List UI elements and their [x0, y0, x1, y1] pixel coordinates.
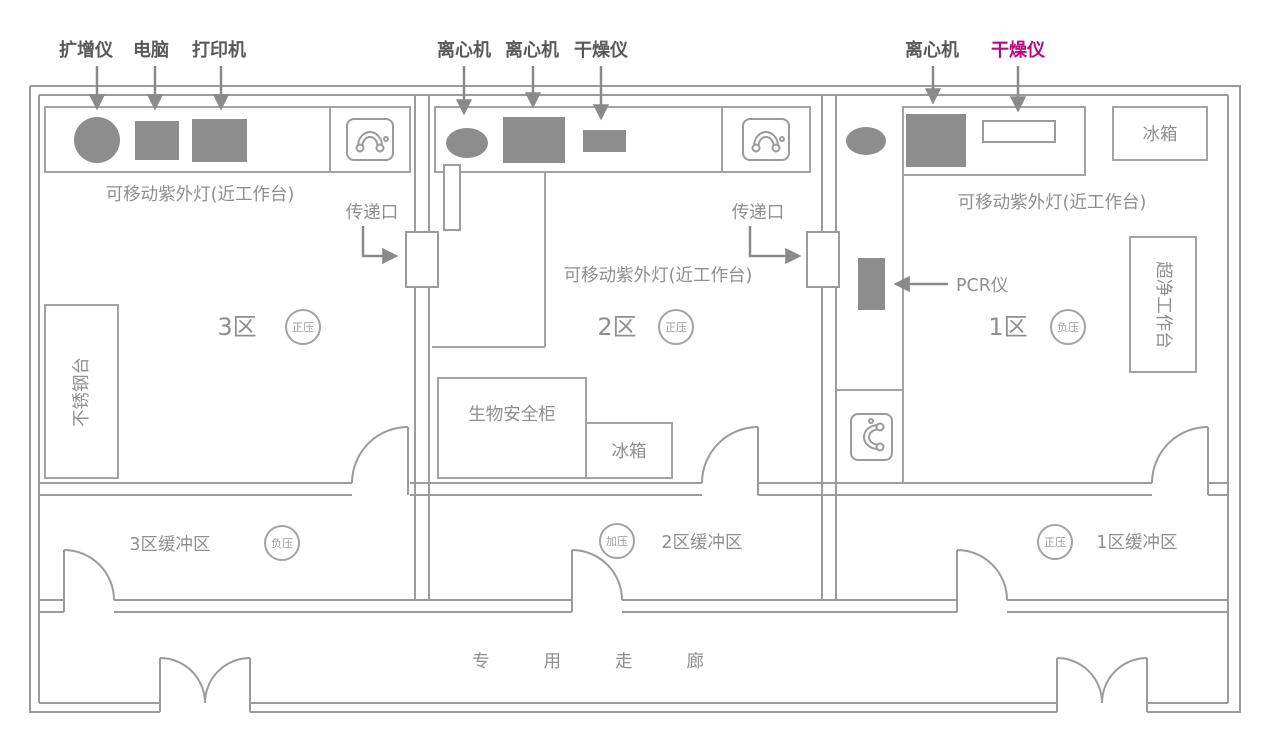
zone2-fridge-label: 冰箱	[612, 442, 647, 462]
corridor-left-double-door	[159, 657, 251, 712]
buffer1-pressure-badge	[1037, 524, 1073, 560]
centrifuge-icon	[906, 114, 966, 167]
zone1-label: 1区	[988, 313, 1027, 341]
zone2-bench-extension	[432, 172, 546, 348]
wall-shelf	[443, 164, 461, 231]
clean-bench	[1129, 236, 1197, 373]
zone3-equip-label-computer: 电脑	[133, 39, 169, 61]
zone-divider-wall-3-2	[414, 95, 430, 600]
stainless-table-label: 不锈钢台	[72, 357, 92, 427]
zone-divider-wall-2-1	[821, 95, 837, 600]
sink-icon	[850, 413, 893, 461]
zone2-equip-label-centrifuge2: 离心机	[505, 39, 559, 61]
zone3-label: 3区	[217, 313, 256, 341]
zone1-pressure-badge	[1050, 309, 1086, 345]
pass-window-label: 传递口	[732, 203, 785, 223]
pcr-label: PCR仪	[956, 276, 1008, 296]
zone2-label: 2区	[597, 313, 636, 341]
buffer3-pressure-text: 负压	[271, 536, 293, 550]
pass-window-3-2	[405, 231, 439, 288]
zone2-pressure-text: 正压	[665, 321, 687, 334]
pass-window-2-1	[806, 231, 840, 288]
buffer2-door	[571, 549, 623, 612]
inner-wall	[38, 94, 1229, 704]
zone1-pressure-text: 负压	[1057, 320, 1079, 334]
zone1-fridge-label: 冰箱	[1143, 125, 1178, 145]
zone2-workbench	[434, 106, 811, 173]
centrifuge-icon	[446, 128, 488, 158]
zone3-uv-note: 可移动紫外灯(近工作台)	[106, 185, 295, 205]
amplifier-icon	[74, 117, 120, 163]
pcr-machine-icon	[858, 258, 885, 310]
dryer-icon	[583, 130, 626, 152]
zone1-partition	[836, 175, 904, 483]
buffer3-pressure-badge	[264, 525, 300, 561]
sink-icon	[346, 118, 394, 161]
buffer-bottom-wall	[39, 599, 1228, 613]
dryer-icon	[982, 120, 1056, 143]
corridor-label: 专用走廊	[472, 652, 758, 672]
pass-window-arrow	[361, 226, 399, 265]
biosafety-cabinet-label: 生物安全柜	[468, 405, 556, 425]
pass-window-label: 传递口	[346, 203, 399, 223]
zone1-equip-label-centrifuge: 离心机	[905, 39, 959, 61]
centrifuge-icon	[503, 117, 565, 163]
zone2-equip-label-dryer: 干燥仪	[574, 40, 629, 61]
zone3-equip-label-printer: 打印机	[192, 39, 246, 61]
zone3-pressure-badge	[285, 309, 321, 345]
buffer2-pressure-text: 加压	[606, 535, 628, 548]
centrifuge-icon	[846, 127, 886, 155]
buffer2-pressure-badge	[599, 523, 635, 559]
main-zone-bottom-wall	[39, 482, 1228, 496]
zone2-door	[701, 426, 759, 495]
sink-icon	[742, 118, 790, 161]
zone1-workbench	[902, 106, 1086, 176]
zone2-pressure-badge	[658, 309, 694, 345]
zone3-equip-label-amplifier: 扩增仪	[59, 39, 114, 61]
stainless-table	[44, 304, 119, 479]
zone3-door	[351, 426, 409, 495]
zone2-fridge	[585, 422, 673, 479]
printer-icon	[192, 119, 247, 162]
computer-icon	[135, 121, 179, 160]
zone1-uv-note: 可移动紫外灯(近工作台)	[958, 193, 1147, 213]
corridor-right-double-door	[1056, 657, 1148, 712]
buffer3-door	[63, 549, 115, 612]
buffer2-label: 2区缓冲区	[661, 533, 742, 553]
buffer1-label: 1区缓冲区	[1096, 533, 1177, 553]
zone3-pressure-text: 正压	[292, 321, 314, 334]
zone1-door	[1151, 426, 1209, 495]
zone2-equip-label-centrifuge1: 离心机	[437, 39, 491, 61]
zone1-equip-label-dryer-highlighted: 干燥仪	[991, 40, 1046, 61]
buffer1-door	[956, 549, 1008, 612]
buffer3-label: 3区缓冲区	[129, 535, 210, 555]
zone1-fridge	[1112, 106, 1208, 161]
biosafety-cabinet	[437, 377, 587, 479]
pass-window-arrow	[748, 226, 802, 265]
zone2-uv-note: 可移动紫外灯(近工作台)	[564, 266, 753, 286]
buffer1-pressure-text: 正压	[1044, 536, 1066, 549]
outer-wall	[29, 85, 1241, 713]
clean-bench-label: 超净工作台	[1153, 261, 1173, 349]
